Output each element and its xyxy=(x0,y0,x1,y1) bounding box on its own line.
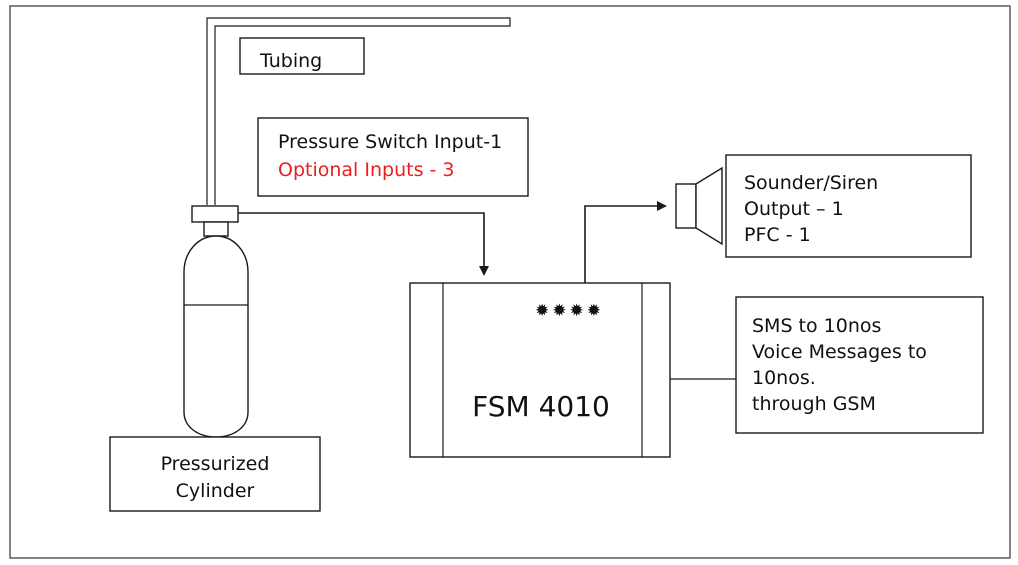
pressure-signal-line xyxy=(238,212,489,276)
sounder-output-line xyxy=(584,201,667,283)
speaker-icon-cone xyxy=(695,166,723,246)
tubing-label: Tubing xyxy=(259,50,322,72)
pressure-switch-box xyxy=(257,117,529,197)
speaker-icon-body xyxy=(675,183,697,229)
cylinder-valve-neck xyxy=(203,221,229,237)
tubing-label-box xyxy=(239,37,365,75)
sounder-label-line2: Output – 1 xyxy=(744,198,844,220)
sms-label-line2: Voice Messages to xyxy=(752,341,927,363)
pressure-switch-label: Pressure Switch Input-1 xyxy=(278,131,502,153)
sms-label-line1: SMS to 10nos xyxy=(752,315,881,337)
optional-inputs-label: Optional Inputs - 3 xyxy=(278,159,455,181)
sms-label-line4: through GSM xyxy=(752,393,876,415)
cylinder-label-box xyxy=(109,436,321,512)
sms-label-line3: 10nos. xyxy=(752,367,816,389)
sounder-label-line3: PFC - 1 xyxy=(744,224,811,246)
fsm-panel-name: FSM 4010 xyxy=(472,390,610,423)
fsm-panel xyxy=(409,282,671,458)
outer-frame xyxy=(9,5,1011,559)
sounder-label-line1: Sounder/Siren xyxy=(744,172,878,194)
fsm-panel-leds: ✹✹✹✹ xyxy=(535,301,604,321)
sms-label-box xyxy=(735,296,984,434)
pressure-switch-head xyxy=(191,205,239,223)
cylinder-label-line1: Pressurized xyxy=(161,453,270,475)
tubing-pipe xyxy=(206,17,511,205)
cylinder-body xyxy=(183,235,249,438)
sounder-label-box xyxy=(725,154,972,258)
cylinder-label-line2: Cylinder xyxy=(176,480,255,502)
